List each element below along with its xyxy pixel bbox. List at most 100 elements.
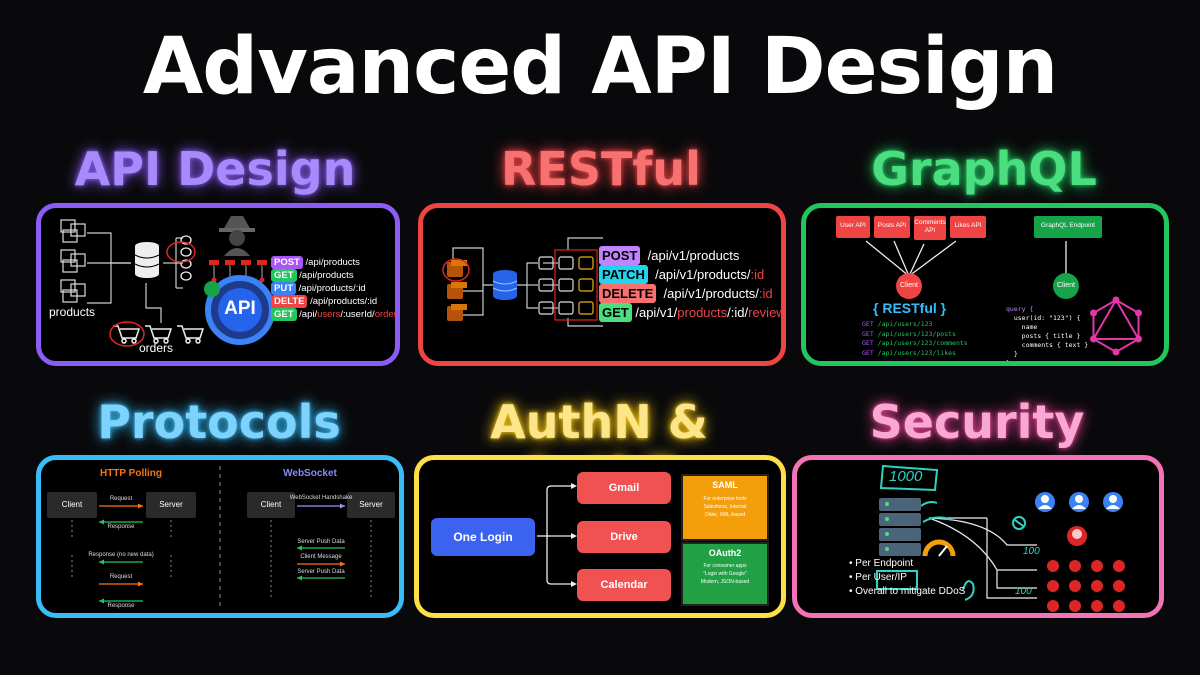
- method-badge: GET: [599, 303, 632, 322]
- small-number: 100: [1015, 586, 1032, 597]
- method-badge: POST: [271, 256, 303, 269]
- http-message: Response: [107, 603, 135, 609]
- page-title: Advanced API Design: [142, 22, 1058, 112]
- method-badge: GET: [271, 269, 297, 282]
- protocols-diagram: [47, 466, 395, 610]
- bullet-text: Per User/IP: [855, 572, 907, 583]
- http-client: Client: [61, 500, 83, 509]
- app-gmail[interactable]: Gmail: [577, 472, 671, 504]
- route-path: /api/products/:id: [310, 296, 378, 307]
- rest-call-path: /api/users/123/comments: [877, 339, 968, 347]
- route-path: /api/v1/products/: [663, 286, 759, 301]
- saml-line: Salesforce, Internal: [703, 504, 747, 510]
- method-badge: DELETE: [599, 284, 657, 303]
- query-line: name: [1006, 323, 1038, 331]
- route-path: /api/products/:id: [298, 283, 366, 294]
- saml-title: SAML: [712, 480, 738, 490]
- method-badge: DELTE: [271, 295, 308, 308]
- api-design-panel: products orders API POST /api/products G…: [36, 203, 400, 366]
- api-route-row: POST /api/products: [271, 256, 395, 269]
- oauth-title: OAuth2: [708, 548, 742, 558]
- rest-call: GET /api/users/123: [862, 320, 968, 330]
- security-panel: 1000 100 100 • Per Endpoint • Per User/I…: [792, 455, 1164, 618]
- rest-call-path: /api/users/123: [877, 320, 933, 328]
- oauth-card: [681, 542, 769, 606]
- oauth-line: Modern, JSON-based: [700, 579, 750, 585]
- rest-api-likes: Likes API: [954, 222, 982, 229]
- ws-message: Server Push Data: [297, 569, 345, 575]
- query-line: comments { text }: [1006, 341, 1089, 349]
- bullet-item: • Per User/IP: [849, 572, 907, 583]
- graphql-query: query { user(id: "123") { name posts { t…: [1006, 296, 1089, 366]
- graphql-panel: User API Posts API Comments API Likes AP…: [801, 203, 1169, 366]
- one-login-button[interactable]: One Login: [431, 518, 535, 556]
- app-drive[interactable]: Drive: [577, 521, 671, 553]
- http-message: Request: [109, 496, 133, 502]
- heading-protocols: Protocols: [97, 395, 341, 449]
- route-path: /:userId/: [340, 309, 375, 320]
- api-badge: API: [224, 298, 256, 319]
- graphql-endpoint: GraphQL Endpoint: [1041, 222, 1095, 229]
- api-route-row: DELTE /api/products/:id: [271, 295, 395, 308]
- route-path: /api/v1/products/: [655, 267, 751, 282]
- http-polling-title: HTTP Polling: [99, 468, 163, 479]
- query-line: }: [1006, 350, 1018, 358]
- saml-line: For enterprise tools: [703, 496, 747, 502]
- api-route-row: GET /api/products: [271, 269, 395, 282]
- http-message: Request: [109, 574, 133, 580]
- http-message: Response: [107, 524, 135, 530]
- limit-number: 1000: [889, 468, 923, 485]
- security-diagram: [876, 464, 1125, 612]
- restful-route-row: PATCH /api/v1/products/:id: [599, 265, 781, 284]
- rest-call-verb: GET: [862, 339, 874, 347]
- rest-call-verb: GET: [862, 329, 874, 338]
- query-line: }: [1006, 359, 1010, 366]
- route-path-highlight: orders: [374, 309, 400, 320]
- route-path: /api/v1/products: [647, 248, 740, 263]
- auth-diagram: [537, 483, 577, 587]
- rest-api-comments: Comments API: [914, 219, 946, 234]
- auth-panel: One Login Gmail Drive Calendar SAML For …: [414, 455, 786, 618]
- route-path: /api/: [299, 309, 318, 320]
- method-badge: PATCH: [599, 265, 648, 284]
- client-node-graphql: Client: [1057, 282, 1075, 289]
- restful-route-list: POST /api/v1/products PATCH /api/v1/prod…: [599, 246, 781, 322]
- ws-message: Client Message: [300, 554, 342, 560]
- api-route-row: PUT /api/products/:id: [271, 282, 395, 295]
- query-line: query {: [1006, 305, 1034, 313]
- route-param: :id: [758, 286, 773, 301]
- app-calendar[interactable]: Calendar: [577, 569, 671, 601]
- restful-panel: POST /api/v1/products PATCH /api/v1/prod…: [418, 203, 786, 366]
- http-message: Response (no new data): [88, 552, 154, 558]
- protocols-panel: HTTP Polling WebSocket Client Server Cli…: [36, 455, 404, 618]
- restful-label: { RESTful }: [873, 300, 947, 316]
- rest-call-path: /api/users/123/likes: [877, 348, 956, 357]
- websocket-title: WebSocket: [283, 468, 337, 479]
- rest-api-posts: Posts API: [877, 222, 907, 229]
- graphql-diagram: [836, 216, 1142, 356]
- method-badge: POST: [599, 246, 641, 265]
- saml-line: Older, XML-based: [704, 512, 746, 518]
- products-label: products: [49, 305, 96, 319]
- restful-route-row: POST /api/v1/products: [599, 246, 781, 265]
- route-path: /api/products: [305, 257, 360, 268]
- restful-route-row: DELETE /api/v1/products/:id: [599, 284, 781, 303]
- query-line: posts { title }: [1006, 332, 1081, 340]
- route-path: /api/v1/: [635, 305, 678, 320]
- heading-graphql: GraphQL: [871, 142, 1097, 196]
- bullet-text: Per Endpoint: [855, 558, 914, 569]
- rest-call-list: GET /api/users/123 GET /api/users/123/po…: [862, 320, 968, 358]
- heading-api-design: API Design: [74, 142, 356, 196]
- route-path-highlight: products: [677, 305, 728, 320]
- method-badge: PUT: [271, 282, 296, 295]
- saml-card: [681, 474, 769, 541]
- rest-api-user: User API: [840, 222, 866, 229]
- rest-call-verb: GET: [862, 320, 874, 328]
- api-route-row: GET /api/users/:userId/orders: [271, 308, 400, 321]
- restful-diagram: [442, 237, 603, 327]
- ws-message: WebSocket Handshake: [289, 495, 353, 501]
- route-path-highlight: users: [317, 309, 341, 320]
- method-badge: GET: [271, 308, 297, 321]
- restful-route-row: GET /api/v1/products/:id/reviews: [599, 303, 781, 322]
- route-path: /:id/: [727, 305, 749, 320]
